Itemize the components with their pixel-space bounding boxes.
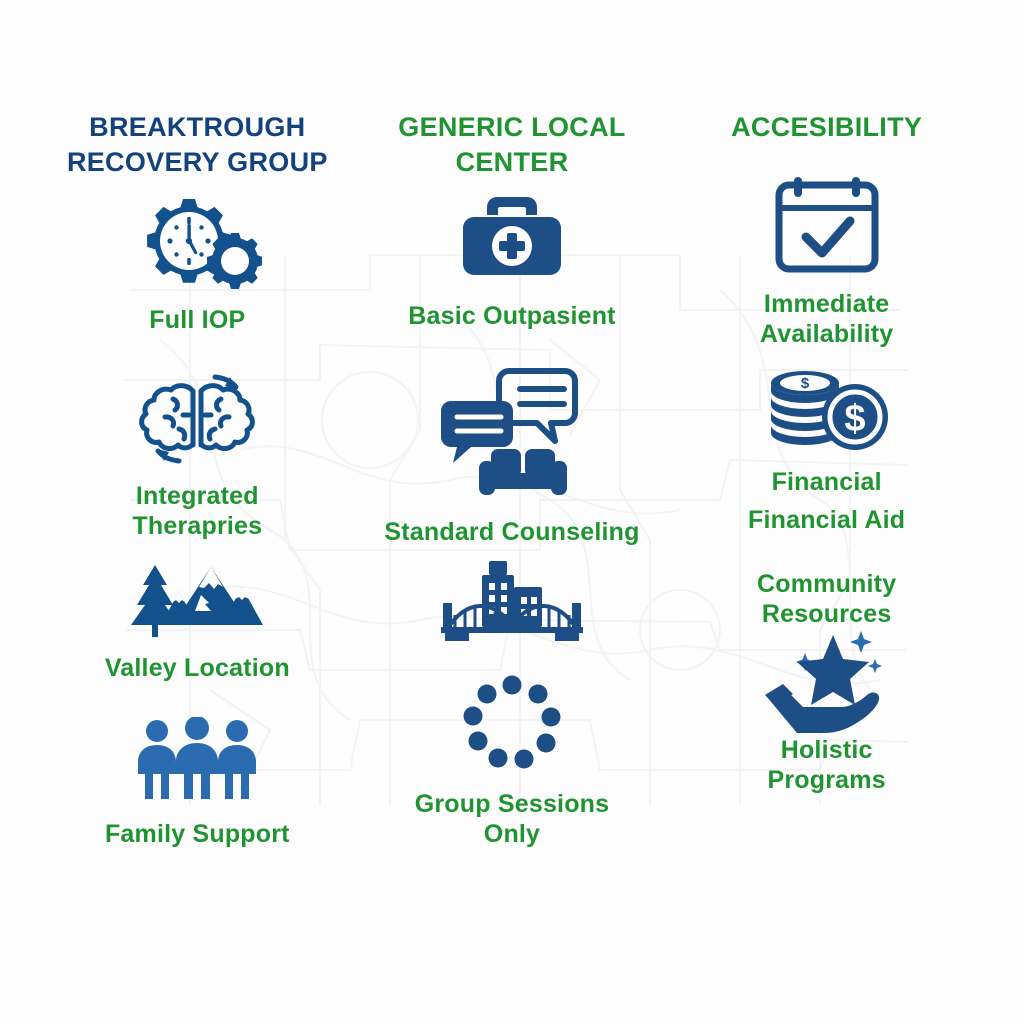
svg-text:$: $ (800, 375, 809, 392)
feature-basic-outpasient[interactable]: Basic Outpasient (355, 191, 670, 331)
column-3-header: ACCESIBILITY (731, 112, 923, 142)
hand-star-icon (757, 629, 897, 735)
feature-holistic-programs[interactable]: Holistic Programs (669, 629, 984, 795)
feature-family-support[interactable]: Family Support (40, 717, 355, 849)
brain-cycle-icon (127, 369, 267, 469)
feature-label: Financial Aid (748, 505, 906, 534)
feature-valley-location[interactable]: Valley Location (40, 559, 355, 683)
feature-label: Immediate Availability (759, 289, 894, 348)
feature-integrated-therapries[interactable]: Integrated Therapries (40, 369, 355, 541)
feature-label: Holistic Programs (767, 735, 886, 794)
feature-label: Integrated Therapries (132, 482, 263, 541)
family-group-icon (127, 717, 267, 801)
column-breaktrough-recovery-group: BREAKTROUGH RECOVERY GROUP (40, 0, 355, 1024)
feature-label: Community Resources (757, 569, 897, 628)
city-bridge-icon (437, 559, 587, 642)
feature-label: Family Support (104, 820, 290, 849)
feature-financial[interactable]: $ $ Financial (669, 369, 984, 497)
medical-briefcase-icon (457, 191, 567, 287)
feature-label: Financial (771, 467, 882, 496)
svg-text:$: $ (844, 398, 865, 440)
feature-label: Basic Outpasient (408, 302, 616, 331)
column-2-header: GENERIC LOCAL CENTER (398, 112, 626, 177)
feature-label: Group Sessions Only (414, 790, 610, 849)
feature-standard-counseling[interactable]: Standard Counseling (355, 353, 670, 547)
feature-full-iop[interactable]: Full IOP (40, 193, 355, 335)
feature-city-bridge[interactable] (355, 559, 670, 642)
column-accesibility: ACCESIBILITY Immediate Availability (669, 0, 984, 1024)
feature-group-sessions-only[interactable]: Group Sessions Only (355, 675, 670, 849)
clock-gear-icon (132, 193, 263, 293)
feature-label: Standard Counseling (384, 518, 640, 547)
feature-immediate-availability[interactable]: Immediate Availability (669, 175, 984, 349)
speech-bubbles-couch-icon (437, 353, 587, 503)
circle-of-dots-icon (456, 675, 568, 771)
feature-financial-aid[interactable]: Financial Aid (669, 505, 984, 535)
coins-dollar-icon: $ $ (763, 369, 891, 455)
column-1-header: BREAKTROUGH RECOVERY GROUP (66, 112, 328, 177)
column-generic-local-center: GENERIC LOCAL CENTER (355, 0, 670, 1024)
feature-label: Valley Location (104, 654, 290, 683)
calendar-check-icon (774, 175, 880, 275)
feature-community-resources[interactable]: Community Resources (669, 557, 984, 629)
feature-label: Full IOP (149, 306, 246, 335)
mountain-tree-icon (127, 559, 267, 639)
